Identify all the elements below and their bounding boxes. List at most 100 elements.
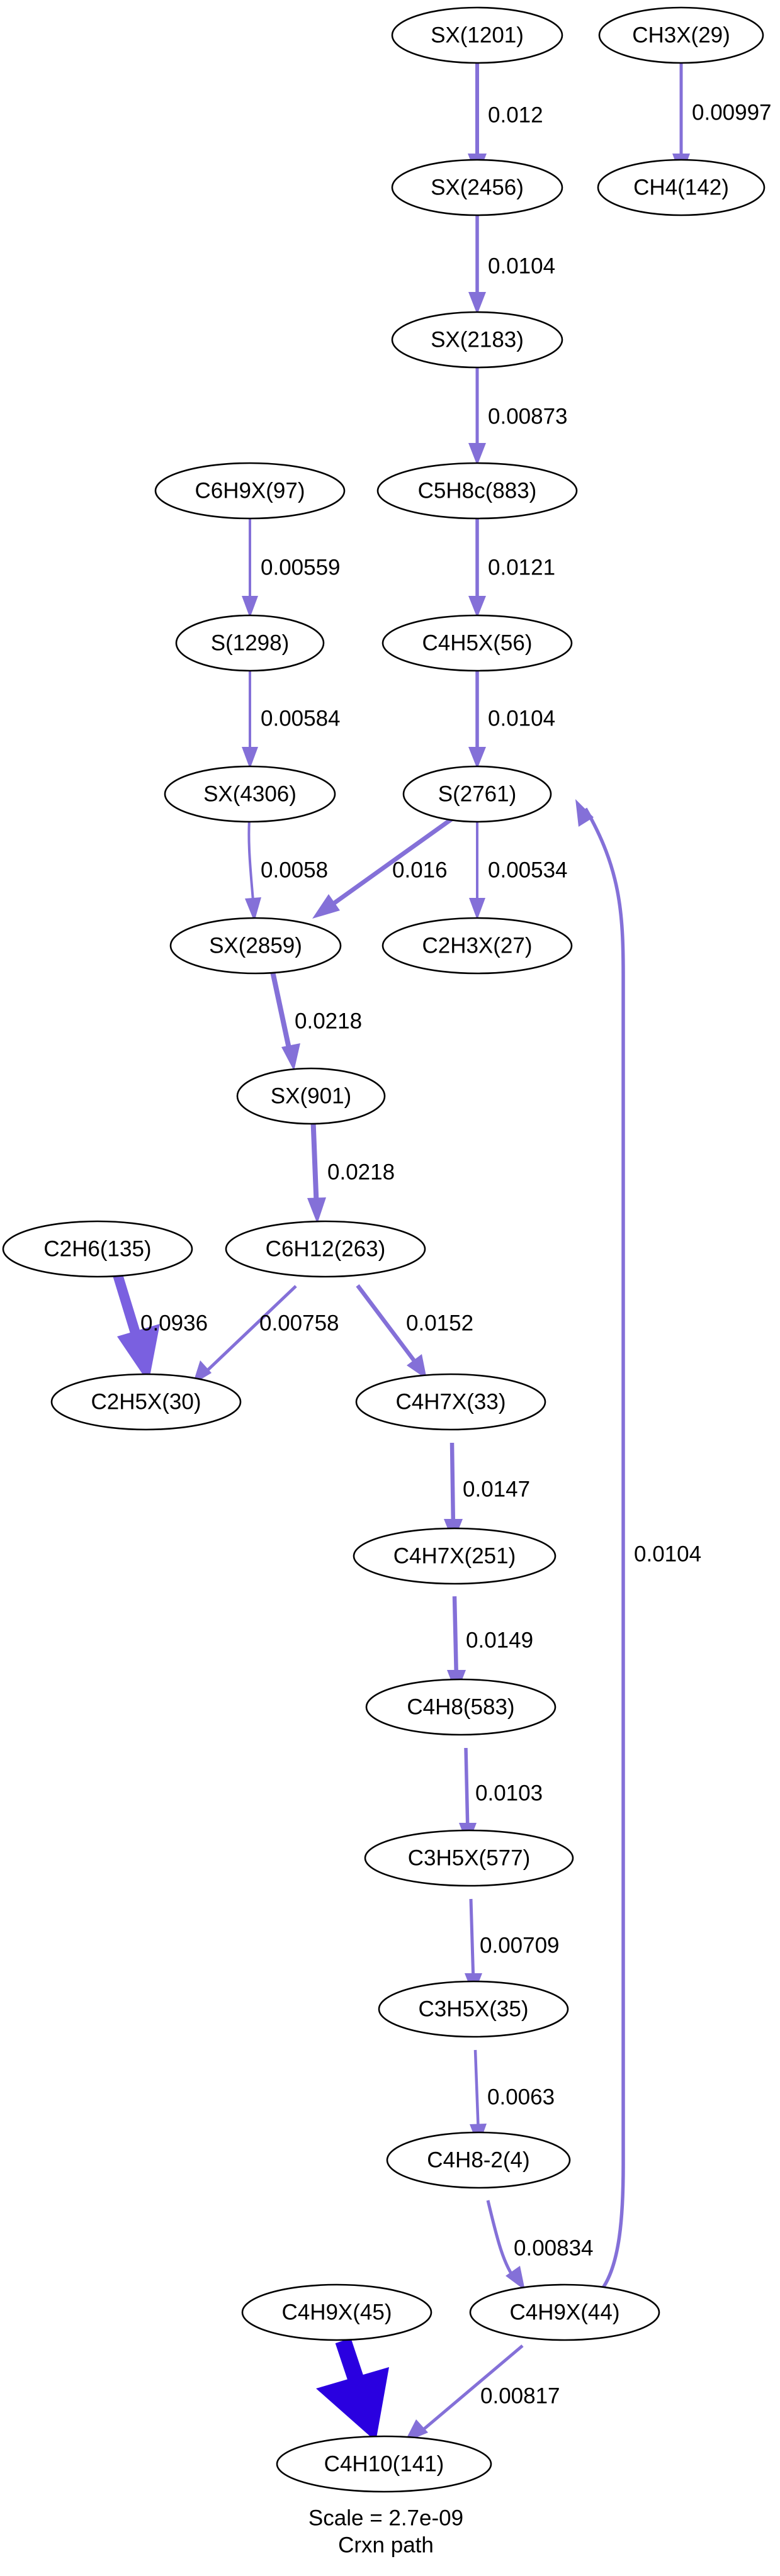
edge-c4h5x56-s2761: 0.0104 (468, 661, 555, 769)
edge-sx901-c6h12263: 0.0218 (307, 1113, 395, 1224)
edge-c4h8-2-4-c4h9x44: 0.00834 (486, 2200, 594, 2290)
node-label: C4H5X(56) (422, 631, 532, 656)
node-label: SX(2456) (431, 176, 524, 200)
edge-c4h9x44-s2761: 0.0104 (575, 799, 701, 2292)
edge-label: 0.0121 (488, 556, 555, 580)
scale-label: Scale = 2.7e-09 (308, 2506, 463, 2531)
edge-label: 0.00534 (488, 858, 568, 883)
node-label: C5H8c(883) (418, 479, 537, 503)
edge-c2h6135-c2h5x30: 0.0936 (110, 1263, 208, 1383)
edge-label: 0.0149 (466, 1628, 533, 1653)
edge-label: 0.00817 (480, 2384, 560, 2409)
node-s2761: S(2761) (402, 765, 552, 823)
edge-label: 0.0104 (488, 254, 555, 279)
edge-sx2859-sx901: 0.0218 (268, 962, 362, 1071)
edge-label: 0.0103 (475, 1781, 543, 1806)
edge-label: 0.00584 (261, 707, 341, 731)
edge-c6h12263-c2h5x30: 0.00758 (193, 1285, 339, 1384)
node-label: C4H8-2(4) (427, 2148, 529, 2173)
edge-c4h9x45-c4h10141 (316, 2338, 389, 2441)
edge-label: 0.0218 (327, 1160, 395, 1185)
node-label: C6H9X(97) (195, 479, 305, 503)
node-c4h8-2-4: C4H8-2(4) (386, 2131, 571, 2189)
edge-c4h8583-c3h5x577: 0.0103 (459, 1747, 543, 1845)
node-c5h8c883: C5H8c(883) (376, 462, 578, 520)
node-c2h3x27: C2H3X(27) (382, 917, 573, 975)
node-label: C3H5X(577) (408, 1846, 531, 1871)
edge-label: 0.00709 (480, 1934, 560, 1958)
edge-label: 0.00559 (261, 556, 341, 580)
node-label: CH4(142) (633, 176, 729, 200)
node-c4h10141: C4H10(141) (276, 2435, 492, 2493)
node-s1298: S(1298) (175, 614, 325, 672)
edge-ch3x29-ch4142: 0.00997 (672, 53, 772, 177)
edge-c3h5x35-c4h8-2-4: 0.0063 (470, 2049, 555, 2147)
node-c4h7x33: C4H7X(33) (355, 1373, 546, 1431)
edge-sx1201-sx2456: 0.012 (468, 53, 543, 177)
node-c2h6135: C2H6(135) (2, 1220, 193, 1278)
node-label: C4H10(141) (324, 2452, 444, 2477)
node-label: C4H8(583) (407, 1695, 514, 1720)
edge-label: 0.016 (392, 858, 448, 883)
edge-label: 0.0152 (406, 1311, 473, 1336)
edge-label: 0.00758 (259, 1311, 339, 1336)
node-sx2183: SX(2183) (391, 311, 563, 369)
node-c4h7x251: C4H7X(251) (353, 1527, 557, 1585)
node-sx901: SX(901) (236, 1067, 386, 1125)
edge-sx4306-sx2859: 0.0058 (245, 811, 328, 922)
node-label: C2H5X(30) (91, 1390, 201, 1414)
node-label: CH3X(29) (632, 23, 730, 48)
node-label: SX(2183) (431, 328, 524, 352)
node-label: SX(1201) (431, 23, 524, 48)
edge-label: 0.00997 (692, 101, 772, 125)
node-ch3x29: CH3X(29) (598, 6, 764, 64)
edge-c6h9x97-s1298: 0.00559 (242, 508, 341, 618)
node-c2h5x30: C2H5X(30) (50, 1373, 242, 1431)
edge-s1298-sx4306: 0.00584 (242, 661, 341, 769)
node-label: C4H7X(33) (395, 1390, 506, 1414)
node-label: SX(901) (271, 1084, 351, 1109)
node-sx4306: SX(4306) (164, 765, 336, 823)
node-label: SX(4306) (203, 782, 297, 807)
edge-label: 0.0058 (261, 858, 328, 883)
node-label: C4H7X(251) (393, 1544, 516, 1569)
edge-label: 0.0104 (634, 1542, 701, 1567)
node-label: C6H12(263) (266, 1237, 386, 1262)
node-label: S(2761) (438, 782, 517, 807)
edge-label: 0.0063 (487, 2085, 555, 2110)
edge-label: 0.0218 (295, 1009, 362, 1034)
node-c4h9x45: C4H9X(45) (241, 2283, 432, 2341)
node-label: C4H9X(45) (281, 2300, 392, 2325)
node-c6h12263: C6H12(263) (225, 1220, 426, 1278)
node-label: C3H5X(35) (418, 1997, 528, 2022)
edge-s2761-c2h3x27: 0.00534 (469, 812, 568, 920)
node-ch4142: CH4(142) (597, 159, 766, 216)
node-sx2456: SX(2456) (391, 159, 563, 216)
node-c4h5x56: C4H5X(56) (382, 614, 573, 672)
node-label: C2H6(135) (43, 1237, 151, 1262)
edge-label: 0.0147 (463, 1477, 530, 1502)
edge-label: 0.00873 (488, 405, 568, 429)
node-sx1201: SX(1201) (391, 6, 563, 64)
node-label: C4H9X(44) (509, 2300, 619, 2325)
node-c4h9x44: C4H9X(44) (469, 2283, 660, 2341)
node-c4h8583: C4H8(583) (365, 1678, 557, 1736)
edge-label: 0.012 (488, 103, 543, 128)
node-sx2859: SX(2859) (169, 917, 342, 975)
node-c3h5x577: C3H5X(577) (364, 1829, 574, 1887)
diagram-caption: Crxn path (338, 2533, 434, 2558)
node-label: C2H3X(27) (422, 934, 532, 958)
node-c3h5x35: C3H5X(35) (378, 1980, 569, 2038)
edge-label: 0.0936 (140, 1311, 208, 1336)
edge-label: 0.00834 (514, 2236, 594, 2261)
edge-sx2183-c5h8c883: 0.00873 (468, 357, 568, 466)
edge-c6h12263-c4h7x33: 0.0152 (356, 1284, 473, 1379)
edge-sx2456-sx2183: 0.0104 (468, 206, 555, 315)
edge-c5h8c883-c4h5x56: 0.0121 (468, 508, 555, 618)
node-label: SX(2859) (209, 934, 302, 958)
edge-c4h9x44-c4h10141: 0.00817 (404, 2344, 560, 2443)
edge-label: 0.0104 (488, 707, 555, 731)
edge-s2761-sx2859: 0.016 (312, 808, 466, 919)
